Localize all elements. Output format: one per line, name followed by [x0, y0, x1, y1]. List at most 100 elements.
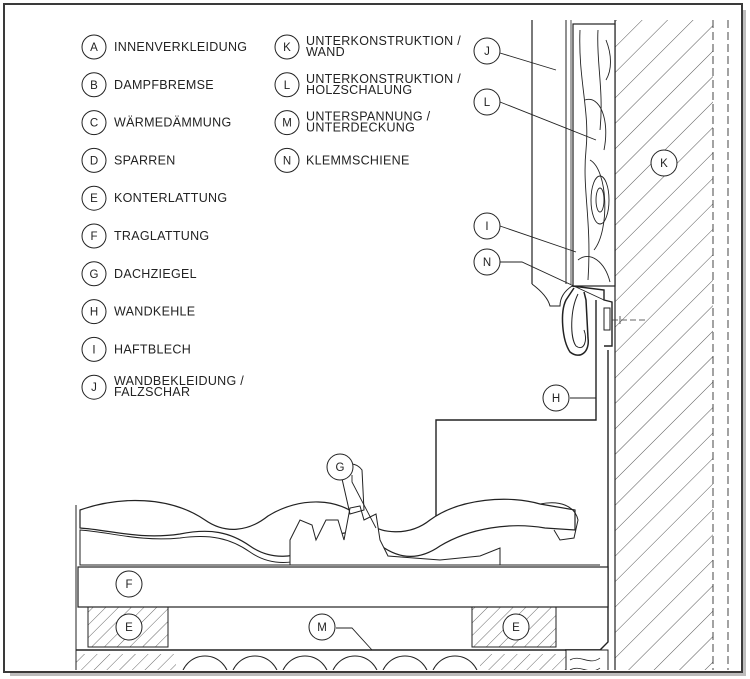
callout-N: N: [473, 248, 501, 276]
legend-item-e: E KONTERLATTUNG: [81, 185, 227, 211]
legend-letter: D: [90, 155, 98, 167]
tile-right-end: [539, 502, 579, 541]
legend-item-b: B DAMPFBREMSE: [81, 72, 214, 98]
callout-H-letter: H: [552, 393, 560, 405]
legend-bubble: [81, 336, 107, 362]
roof-tile-interlock: [289, 505, 501, 566]
legend-label: UNTERKONSTRUKTION /: [306, 72, 461, 86]
legend-letter: J: [91, 382, 97, 394]
legend-letter: I: [92, 344, 95, 356]
wood-board: [572, 23, 616, 287]
legend-label: WÄRMEDÄMMUNG: [114, 116, 231, 130]
legend-bubble: [81, 185, 107, 211]
legend-label: WAND: [306, 45, 345, 59]
legend-bubble: [81, 374, 107, 400]
callout-E-right-letter: E: [512, 622, 520, 634]
cladding-curved-end: [531, 283, 573, 307]
legend-item-a: A INNENVERKLEIDUNG: [81, 34, 247, 60]
legend-label: KLEMMSCHIENE: [306, 153, 410, 167]
insulation-circles: [182, 655, 478, 670]
legend-label: TRAGLATTUNG: [114, 229, 209, 243]
wall-bottom-wave: [569, 657, 601, 670]
callout-E-right: E: [502, 613, 530, 641]
support-batten: [77, 566, 609, 608]
legend-label: WANDKEHLE: [114, 305, 195, 319]
callout-G: G: [326, 453, 354, 481]
callout-J-letter: J: [484, 46, 490, 58]
callout-K: K: [650, 149, 678, 177]
callout-E-left-letter: E: [125, 622, 133, 634]
callout-E-left: E: [115, 613, 143, 641]
legend-item-d: D SPARREN: [81, 147, 176, 173]
legend-bubble: [81, 34, 107, 60]
callout-G-letter: G: [336, 462, 345, 474]
callout-J: J: [473, 37, 501, 65]
legend-item-k: K UNTERKONSTRUKTION /WAND: [274, 34, 461, 60]
legend-bubble: [81, 299, 107, 325]
wall-structure: [615, 20, 713, 670]
legend-letter: E: [90, 193, 98, 205]
wood-grain: [577, 29, 611, 283]
adhesive-clip: [561, 287, 589, 356]
adhesive-clip-inner: [571, 293, 587, 348]
legend-label: HAFTBLECH: [114, 342, 191, 356]
legend-bubble: [274, 110, 300, 136]
rafter-hatch-right: [480, 654, 570, 670]
legend-item-m: M UNTERSPANNUNG /UNTERDECKUNG: [274, 110, 431, 136]
callout-K-letter: K: [660, 158, 668, 170]
legend-label: UNTERSPANNUNG /: [306, 110, 431, 124]
legend-bubble: [81, 261, 107, 287]
callout-H: H: [542, 384, 570, 412]
callout-F-letter: F: [125, 579, 132, 591]
legend-label: WANDBEKLEIDUNG /: [114, 374, 244, 388]
legend-letter: M: [282, 118, 292, 130]
legend-letter: A: [90, 42, 98, 54]
legend-item-c: C WÄRMEDÄMMUNG: [81, 110, 231, 136]
legend-letter: G: [90, 269, 99, 281]
callout-M-letter: M: [317, 622, 327, 634]
legend-bubble: [81, 72, 107, 98]
callout-I-letter: I: [485, 221, 488, 233]
legend-letter: H: [90, 307, 98, 319]
legend-label: INNENVERKLEIDUNG: [114, 40, 247, 54]
legend-bubble: [274, 34, 300, 60]
legend: A INNENVERKLEIDUNG B DAMPFBREMSE C WÄRMEDÄMMU…: [81, 34, 461, 400]
legend-bubble: [81, 147, 107, 173]
legend-item-f: F TRAGLATTUNG: [81, 223, 209, 249]
legend-label: DACHZIEGEL: [114, 267, 197, 281]
leader-lines: [336, 52, 605, 651]
legend-item-j: J WANDBEKLEIDUNG /FALZSCHAR: [81, 374, 244, 400]
legend-item-i: I HAFTBLECH: [81, 336, 191, 362]
legend-item-l: L UNTERKONSTRUKTION /HOLZSCHALUNG: [274, 72, 461, 98]
wall-flashing: [435, 300, 597, 525]
legend-letter: C: [90, 118, 98, 130]
legend-bubble: [274, 72, 300, 98]
legend-letter: L: [284, 80, 291, 92]
legend-item-g: G DACHZIEGEL: [81, 261, 197, 287]
legend-item-n: N KLEMMSCHIENE: [274, 147, 410, 173]
legend-bubble: [81, 110, 107, 136]
callout-M: M: [308, 613, 336, 641]
legend-label: KONTERLATTUNG: [114, 191, 227, 205]
legend-label: SPARREN: [114, 153, 176, 167]
legend-label: DAMPFBREMSE: [114, 78, 214, 92]
legend-item-h: H WANDKEHLE: [81, 299, 195, 325]
legend-label: UNTERDECKUNG: [306, 121, 415, 135]
legend-letter: F: [90, 231, 97, 243]
legend-label: FALZSCHAR: [114, 385, 190, 399]
legend-label: UNTERKONSTRUKTION /: [306, 34, 461, 48]
legend-letter: N: [283, 155, 291, 167]
callout-L: L: [473, 88, 501, 116]
callout-L-letter: L: [484, 97, 491, 109]
legend-letter: B: [90, 80, 98, 92]
legend-bubble: [81, 223, 107, 249]
legend-bubble: [274, 147, 300, 173]
callout-I: I: [473, 212, 501, 240]
legend-letter: K: [283, 42, 291, 54]
rafter-hatch-left: [76, 654, 176, 670]
clamp-rail: [571, 285, 613, 347]
callout-N-letter: N: [483, 257, 491, 269]
legend-label: HOLZSCHALUNG: [306, 83, 412, 97]
clamp-block: [603, 307, 611, 331]
